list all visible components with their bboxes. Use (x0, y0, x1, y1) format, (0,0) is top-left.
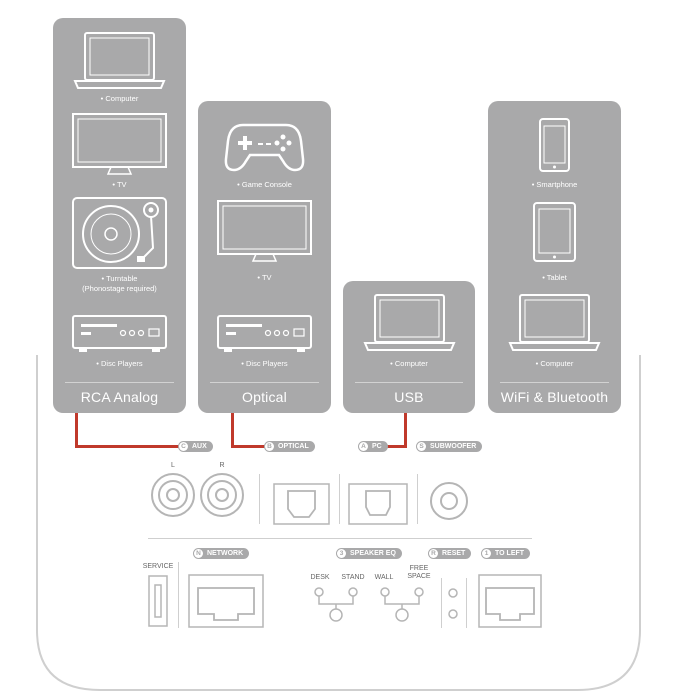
rca-right-jack-icon (200, 473, 244, 517)
device-caption: • Computer (535, 359, 574, 368)
device-caption: • TV (257, 273, 272, 282)
optical-cable (231, 413, 234, 448)
card-title: WiFi & Bluetooth (500, 389, 609, 405)
eq-desk-label: DESK (310, 574, 330, 581)
subwoofer-port-tag: S SUBWOOFER (416, 441, 483, 452)
to-left-ethernet-port-icon (478, 574, 542, 628)
card-title: RCA Analog (80, 389, 159, 405)
card-divider (65, 382, 174, 383)
turntable-icon (72, 197, 167, 269)
reset-letter: R (429, 549, 438, 558)
device-caption: • Disc Players (96, 359, 143, 368)
speaker-eq-label: SPEAKER EQ (350, 550, 396, 557)
subwoofer-jack-icon (430, 482, 468, 520)
speaker-eq-switch-icon (314, 587, 424, 622)
device-caption: • TV (112, 180, 127, 189)
optical-cable (231, 445, 265, 448)
optical-port-tag: B OPTICAL (264, 441, 315, 452)
tv-icon (72, 113, 167, 175)
network-label: NETWORK (207, 550, 244, 557)
rca-right-label: R (219, 462, 225, 469)
reset-label: RESET (442, 550, 466, 557)
service-port-icon (148, 575, 168, 627)
aux-port-tag: C AUX (178, 441, 213, 452)
eq-stand-label: STAND (341, 574, 365, 581)
eq-wall-label: WALL (374, 574, 394, 581)
subwoofer-label: SUBWOOFER (430, 443, 477, 450)
reset-button-icon (448, 588, 458, 619)
speaker-eq-letter: 3 (337, 549, 346, 558)
device-caption: • Computer (100, 94, 139, 103)
device-caption: • Game Console (237, 180, 292, 189)
disc-player-icon (217, 315, 312, 352)
reset-tag: R RESET (428, 548, 472, 559)
laptop-icon (73, 32, 166, 89)
laptop-icon (508, 294, 601, 351)
network-letter: N (194, 549, 203, 558)
section-divider (148, 538, 532, 539)
pc-label: PC (372, 443, 382, 450)
to-left-letter: 1 (482, 549, 491, 558)
optical-port-icon (273, 483, 330, 525)
smartphone-icon (539, 118, 570, 172)
eq-free-space-label: FREE SPACE (407, 565, 431, 580)
usb-card: • Computer USB (343, 281, 475, 413)
card-divider (210, 382, 319, 383)
wifi-bluetooth-card: • Smartphone • Tablet • Computer WiFi & … (488, 101, 621, 413)
optical-letter: B (265, 442, 274, 451)
service-label: SERVICE (142, 563, 174, 570)
card-title: Optical (242, 389, 287, 405)
rca-cable (75, 413, 78, 448)
divider (259, 474, 260, 524)
rca-left-label: L (171, 462, 175, 469)
aux-letter: C (179, 442, 188, 451)
optical-card: • Game Console • TV • Disc Players Optic… (198, 101, 331, 413)
to-left-tag: 1 TO LEFT (481, 548, 531, 559)
device-caption: • Computer (390, 359, 428, 368)
card-divider (355, 382, 463, 383)
optical-label: OPTICAL (278, 443, 309, 450)
ethernet-port-icon (188, 574, 264, 628)
rca-cable (75, 445, 180, 448)
divider (466, 578, 467, 628)
disc-player-icon (72, 315, 167, 352)
device-caption: • Disc Players (241, 359, 288, 368)
card-divider (500, 382, 609, 383)
usb-port-icon (348, 483, 408, 525)
divider (339, 474, 340, 524)
tablet-icon (533, 202, 576, 262)
subwoofer-letter: S (417, 442, 426, 451)
laptop-icon (363, 294, 456, 351)
tv-icon (217, 200, 312, 262)
gamepad-icon (224, 123, 305, 172)
speaker-eq-tag: 3 SPEAKER EQ (336, 548, 402, 559)
device-caption: • Turntable (Phonostage required) (82, 274, 157, 293)
network-port-tag: N NETWORK (193, 548, 250, 559)
divider (417, 474, 418, 524)
aux-label: AUX (192, 443, 207, 450)
divider (441, 578, 442, 628)
to-left-label: TO LEFT (495, 550, 525, 557)
rca-left-jack-icon (151, 473, 195, 517)
device-caption: • Smartphone (531, 180, 578, 189)
card-title: USB (394, 389, 424, 405)
rca-analog-card: • Computer • TV • Turntable (Phonostage … (53, 18, 186, 413)
pc-port-tag: A PC (358, 441, 388, 452)
usb-cable (386, 445, 407, 448)
divider (178, 562, 179, 628)
pc-letter: A (359, 442, 368, 451)
usb-cable (404, 413, 407, 448)
device-caption: • Tablet (542, 273, 567, 282)
